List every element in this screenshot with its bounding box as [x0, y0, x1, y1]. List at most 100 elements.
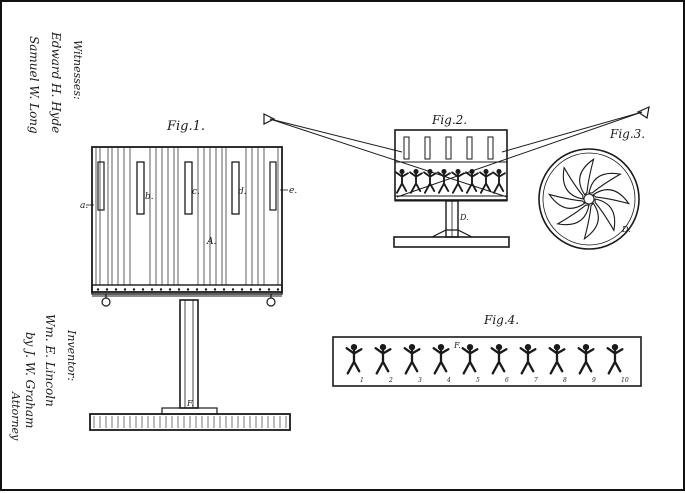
fig2-dancer-2-body [409, 171, 423, 194]
fig3-blade [562, 166, 584, 200]
fig4-dancer-4-head [437, 344, 445, 351]
fig2-slit [403, 136, 410, 160]
band-rivet [195, 288, 199, 291]
fig3-spiral-blades [547, 157, 631, 241]
fig2-caption: Fig.2. [431, 113, 467, 127]
fig4-caption: Fig.4. [483, 313, 519, 327]
fig3-blade [594, 198, 616, 232]
fig4-frame-number: 2 [388, 377, 393, 384]
witnesses-heading: Witnesses: [71, 40, 84, 100]
fig4-dancer-1-body [345, 347, 363, 375]
fig2-dancer-1-body [395, 171, 409, 194]
fig3-blade [579, 157, 595, 196]
band-rivet [249, 288, 253, 291]
fig4-dancer-figures [345, 344, 624, 375]
fig4-dancer-8-head [553, 344, 561, 351]
band-rivet [132, 288, 136, 291]
fig2-dancer-7-body [479, 171, 493, 194]
fig4-frame-numbers: 1 2 3 4 5 6 7 8 9 10 [360, 377, 629, 384]
fig2-dancer-6-head [469, 169, 475, 175]
drum-knob-right [266, 297, 276, 307]
inventor-block: Inventor: Wm. E. Lincoln by J. W. Graham… [9, 314, 78, 441]
fig2-slit [487, 136, 494, 160]
fig2-dancer-3-head [427, 169, 433, 175]
fig2-figure-band [395, 169, 506, 194]
fig1-label-e: e. [289, 186, 297, 196]
attorney-role: Attorney [9, 391, 22, 441]
fig1-base [89, 413, 291, 431]
fig4-dancer-7-body [519, 347, 537, 375]
fig2-dancer-4-head [441, 169, 447, 175]
inventor-heading: Inventor: [65, 329, 78, 381]
band-rivet [150, 288, 154, 291]
fig3-blade [547, 193, 586, 209]
fig3-blade [556, 204, 590, 226]
band-rivets [96, 288, 280, 291]
fig2-dancer-8-head [496, 169, 502, 175]
band-rivet [240, 288, 244, 291]
fig4-frame-number: 10 [621, 377, 629, 384]
fig4-dancer-6-body [490, 347, 508, 375]
band-rivet [141, 288, 145, 291]
fig1-label-c: c. [192, 187, 200, 197]
band-rivet [114, 288, 118, 291]
fig1-label-F: F. [186, 399, 194, 408]
fig1-slit-right [269, 161, 277, 211]
fig1-pillar [179, 299, 199, 409]
fig4-frame-number: 1 [360, 377, 364, 384]
fig1-stand [89, 295, 291, 431]
fig4-dancer-1-head [350, 344, 358, 351]
fig2-slit [445, 136, 452, 160]
witness-2-signature: Samuel W. Long [27, 36, 41, 134]
fig2-dancer-8-body [492, 171, 506, 194]
fig3-caption: Fig.3. [609, 127, 645, 141]
fig4-dancer-3-body [403, 347, 421, 375]
band-rivet [96, 288, 100, 291]
fig1-slit-b [136, 161, 145, 215]
drum-knob-left [101, 297, 111, 307]
band-rivet [159, 288, 163, 291]
fig4-dancer-9-body [577, 347, 595, 375]
eye-left-icon [263, 113, 276, 125]
fig4-dancer-9-head [582, 344, 590, 351]
fig2-dancer-2-head [413, 169, 419, 175]
fig2-dancer-3-body [423, 171, 437, 194]
fig4-frame-number: 9 [592, 377, 596, 384]
eye-right-icon [636, 105, 650, 120]
fig3-disc [538, 148, 640, 250]
band-rivet [231, 288, 235, 291]
fig4-dancer-5-body [461, 347, 479, 375]
fig2-slit [424, 136, 431, 160]
base-hatching [93, 416, 287, 428]
fig4-frame-number: 4 [446, 377, 451, 384]
fig4-dancer-3-head [408, 344, 416, 351]
fig4-label-F: F. [453, 341, 461, 350]
fig3-blade [588, 172, 622, 194]
fig4-frame-number: 6 [505, 377, 509, 384]
fig4-dancer-8-body [548, 347, 566, 375]
fig4-frame-number: 5 [476, 377, 480, 384]
band-rivet [267, 288, 271, 291]
drum-bottom-band [91, 284, 283, 295]
fig2-label-D: D. [459, 213, 469, 222]
fig3-label-D: D. [621, 225, 631, 234]
fig1-label-a: a. [80, 201, 88, 211]
fig1-zoetrope-drum [91, 146, 283, 307]
fig4-frame-number: 3 [418, 377, 422, 384]
fig2-section-view [393, 129, 510, 248]
fig4-dancer-10-head [611, 344, 619, 351]
fig2-slit [466, 136, 473, 160]
fig4-frame-number: 8 [563, 377, 567, 384]
fig2-dancer-6-body [465, 171, 479, 194]
fig4-dancer-5-head [466, 344, 474, 351]
fig1-label-b: b. [145, 192, 154, 202]
fig1-label-A: A. [206, 237, 216, 247]
fig4-frame-number: 7 [534, 377, 538, 384]
fig4-dancer-10-body [606, 347, 624, 375]
band-rivet [123, 288, 127, 291]
band-rivet [213, 288, 217, 291]
fig1-slit-c [184, 161, 193, 215]
fig4-dancer-4-body [432, 347, 450, 375]
